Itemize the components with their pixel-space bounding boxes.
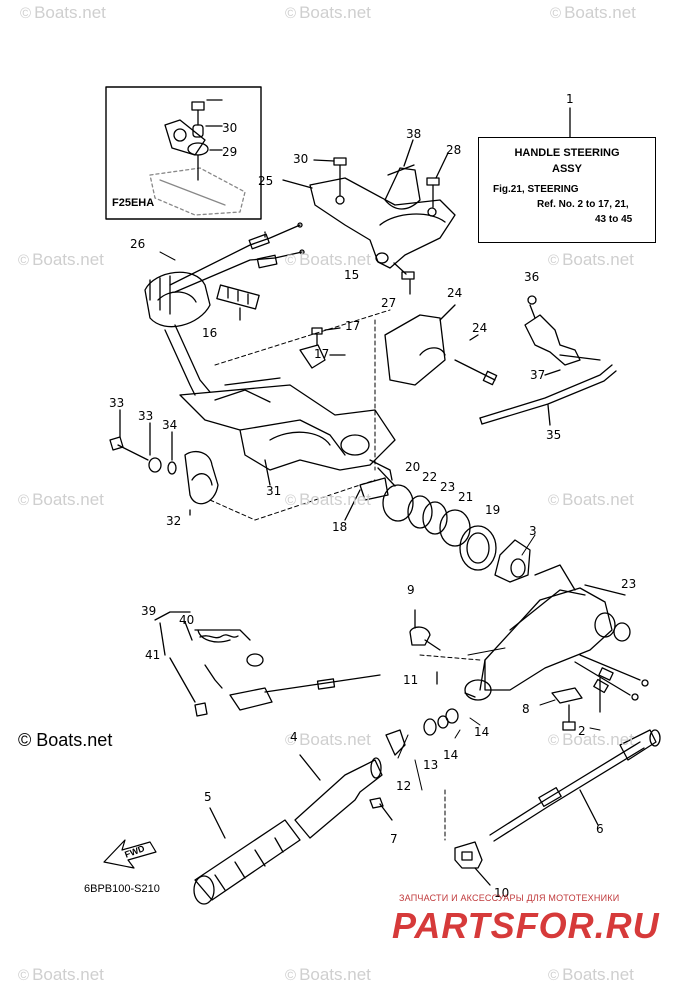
callout-41: 41 [145,648,161,662]
watermark: ©Boats.net [548,730,634,749]
callout-26: 26 [130,237,146,251]
watermark: ©Boats.net [285,490,371,509]
callout-23: 23 [440,480,456,494]
callout-1: 1 [566,92,574,106]
callout-14: 14 [443,748,459,762]
bracket-28 [282,139,456,295]
cable-7 [489,729,661,842]
callout-22: 22 [422,470,438,484]
callout-37: 37 [530,368,546,382]
watermark: ©Boats.net [548,490,634,509]
fwd-arrow-icon [103,839,157,869]
watermark: ©Boats.net [18,490,104,509]
callout-36: 36 [524,270,540,284]
throttle-grip [193,754,393,905]
rod-39 [479,295,617,426]
callout-17: 17 [345,319,361,333]
callout-5: 5 [204,790,212,804]
watermark: ©Boats.net [285,730,371,749]
callout-17: 17 [314,347,330,361]
callout-25: 25 [258,174,274,188]
stop-switch [154,611,381,717]
watermark: ©Boats.net [548,965,634,984]
inset-model-label: F25EHA [112,197,155,209]
fwd-label: FWD [123,843,146,860]
note-line3: 43 to 45 [595,214,633,225]
callout-30: 30 [222,121,238,135]
watermark: ©Boats.net [18,250,104,269]
leaders [159,251,601,791]
watermark: ©Boats.net [285,965,371,984]
small-parts [385,609,459,756]
callout-12: 12 [396,779,412,793]
note-title-line1: HANDLE STEERING [514,147,620,159]
callout-14: 14 [474,725,490,739]
bolt-set-left [109,409,219,516]
callout-13: 13 [423,758,439,772]
tiller-bracket-34 [144,271,396,486]
callout-24: 24 [472,321,488,335]
callout-34: 34 [162,418,178,432]
callout-23: 23 [621,577,637,591]
cables-17 [169,222,305,321]
site-logo: PARTSFOR.RU [392,905,660,946]
callout-32: 32 [166,514,182,528]
note-title-line2: ASSY [552,163,582,175]
watermark: ©Boats.net [548,250,634,269]
callout-38: 38 [406,127,422,141]
callout-40: 40 [179,613,195,627]
plate-26 [299,304,498,386]
figure-code: 6BPB100-S210 [84,883,160,895]
note-line2: Ref. No. 2 to 17, 21, [537,199,629,210]
callout-6: 6 [596,822,604,836]
inset-f25eha [105,86,262,220]
note-line1: Fig.21, STEERING [493,184,579,195]
callout-3: 3 [529,524,537,538]
swivel-housing [464,564,649,731]
callout-10: 10 [494,886,510,900]
callout-29: 29 [222,145,238,159]
callout-21: 21 [458,490,474,504]
callout-16: 16 [202,326,218,340]
callout-9: 9 [407,583,415,597]
callout-8: 8 [522,702,530,716]
callout-2: 2 [578,724,586,738]
callout-15: 15 [344,268,360,282]
callout-31: 31 [266,484,282,498]
watermark: ©Boats.net [18,965,104,984]
site-tagline: ЗАПЧАСТИ И АКСЕССУАРЫ ДЛЯ МОТОТЕХНИКИ [399,893,620,903]
callout-39: 39 [141,604,157,618]
callout-18: 18 [332,520,348,534]
callout-33: 33 [138,409,154,423]
credit: © Boats.net [18,730,113,750]
watermark: ©Boats.net [285,3,371,22]
callout-35: 35 [546,428,562,442]
callout-19: 19 [485,503,501,517]
bracket-10 [454,841,491,886]
callout-11: 11 [403,673,419,687]
callout-33: 33 [109,396,125,410]
watermark: ©Boats.net [550,3,636,22]
callout-30: 30 [293,152,309,166]
note-box: HANDLE STEERING ASSY Fig.21, STEERING Re… [478,137,656,243]
callout-28: 28 [446,143,462,157]
assembly-lines [209,309,481,841]
callout-4: 4 [290,730,298,744]
shaft-rings [344,467,531,583]
watermark: ©Boats.net [285,250,371,269]
callout-7: 7 [390,832,398,846]
watermark: ©Boats.net [20,3,106,22]
callout-24: 24 [447,286,463,300]
callout-20: 20 [405,460,421,474]
callout-27: 27 [381,296,397,310]
